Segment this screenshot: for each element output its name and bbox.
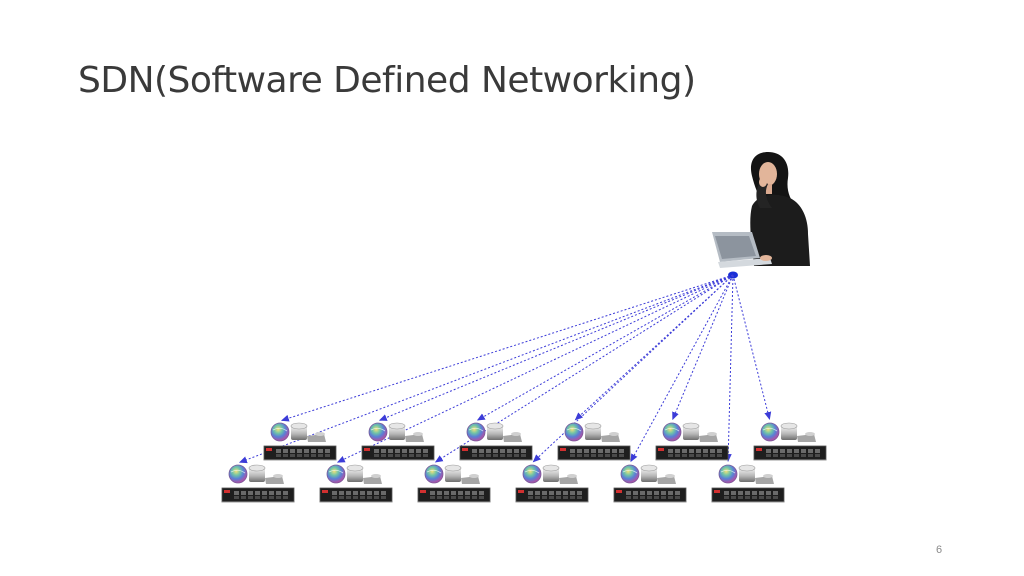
switch-icon [221,487,295,503]
globe-icon [466,422,486,442]
globe-icon [564,422,584,442]
switch-icon [459,445,533,461]
link-2 [378,274,734,421]
link-11 [630,274,734,463]
network-node-10 [515,464,589,503]
link-3 [476,274,734,421]
network-node-11 [613,464,687,503]
switch-icon [711,487,785,503]
slide-title: SDN(Software Defined Networking) [78,60,696,101]
globe-icon [718,464,738,484]
switch-icon [361,445,435,461]
network-node-8 [319,464,393,503]
router-icon [780,422,816,442]
globe-icon [228,464,248,484]
globe-icon [326,464,346,484]
switch-icon [319,487,393,503]
link-1 [280,274,734,422]
switch-icon [515,487,589,503]
router-icon [248,464,284,484]
switch-icon [655,445,729,461]
globe-icon [760,422,780,442]
globe-icon [424,464,444,484]
network-node-12 [711,464,785,503]
network-node-7 [221,464,295,503]
globe-icon [662,422,682,442]
router-icon [444,464,480,484]
network-node-2 [361,422,435,461]
switch-icon [753,445,827,461]
link-6 [732,274,772,421]
page-number: 6 [936,544,943,556]
controller-operator-icon [712,152,810,268]
link-7 [238,274,734,464]
network-node-1 [263,422,337,461]
network-node-6 [753,422,827,461]
router-icon [486,422,522,442]
switch-icon [263,445,337,461]
switch-icon [613,487,687,503]
switch-icon [417,487,491,503]
router-icon [584,422,620,442]
link-10 [532,274,734,463]
router-icon [542,464,578,484]
globe-icon [620,464,640,484]
network-nodes [221,422,827,503]
router-icon [738,464,774,484]
router-icon [640,464,676,484]
network-node-3 [459,422,533,461]
network-node-9 [417,464,491,503]
link-12 [724,274,734,463]
globe-icon [270,422,290,442]
router-icon [388,422,424,442]
router-icon [682,422,718,442]
link-5 [672,274,734,421]
router-icon [290,422,326,442]
network-node-5 [655,422,729,461]
network-node-4 [557,422,631,461]
router-icon [346,464,382,484]
switch-icon [557,445,631,461]
globe-icon [522,464,542,484]
globe-icon [368,422,388,442]
